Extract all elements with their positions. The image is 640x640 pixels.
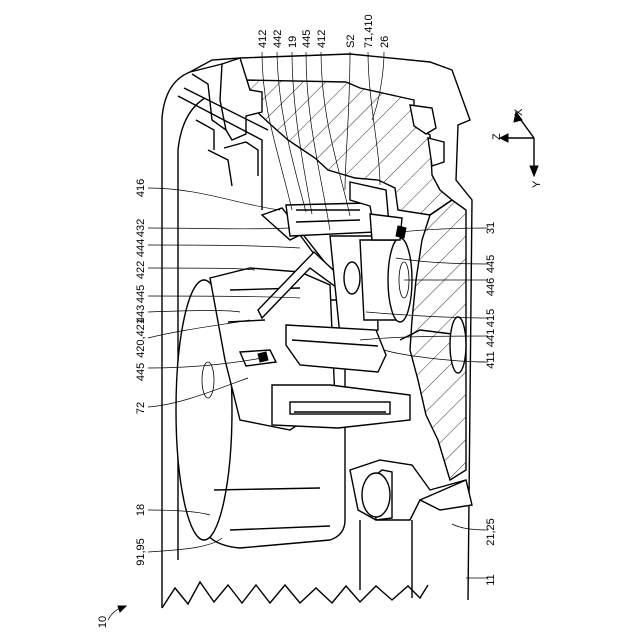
label-ref-10: 10 [97,616,109,628]
label-left-72: 72 [135,402,147,414]
label-top-412a: 412 [257,30,269,48]
label-right-441: 441 [485,329,497,347]
labels-top: 412 442 19 445 412 S2 71,410 26 [257,14,391,48]
label-right-446: 446 [485,278,497,296]
axis-label-z: Z [491,133,503,140]
labels-left: 416 432 444 422 445 443 420,421 445 72 1… [135,179,147,566]
label-left-420-421: 420,421 [135,318,147,358]
label-top-26: 26 [379,36,391,48]
label-left-18: 18 [135,504,147,516]
label-top-71-410: 71,410 [363,14,375,48]
label-left-422: 422 [135,261,147,279]
axis-label-y: Y [531,180,543,188]
label-right-445: 445 [485,255,497,273]
bottom-bracket [350,460,472,598]
label-right-31: 31 [485,222,497,234]
label-left-445a: 445 [135,285,147,303]
label-left-444: 444 [135,239,147,257]
labels-right: 31 445 446 415 441 411 21,25 11 [485,222,497,586]
label-right-21-25: 21,25 [485,518,497,546]
label-left-432: 432 [135,219,147,237]
label-right-415: 415 [485,309,497,327]
label-left-445b: 445 [135,363,147,381]
axis-indicator [500,112,538,176]
label-top-442: 442 [272,30,284,48]
axis-label-x: X [513,108,525,116]
label-right-11: 11 [485,574,497,585]
label-right-411: 411 [485,351,497,369]
label-left-416: 416 [135,179,147,197]
label-top-445: 445 [301,30,313,48]
label-left-91-95: 91,95 [135,538,147,566]
label-top-19: 19 [287,36,299,48]
label-top-s2: S2 [345,35,357,48]
hatched-wall-21-25 [400,200,466,480]
label-top-412b: 412 [316,30,328,48]
